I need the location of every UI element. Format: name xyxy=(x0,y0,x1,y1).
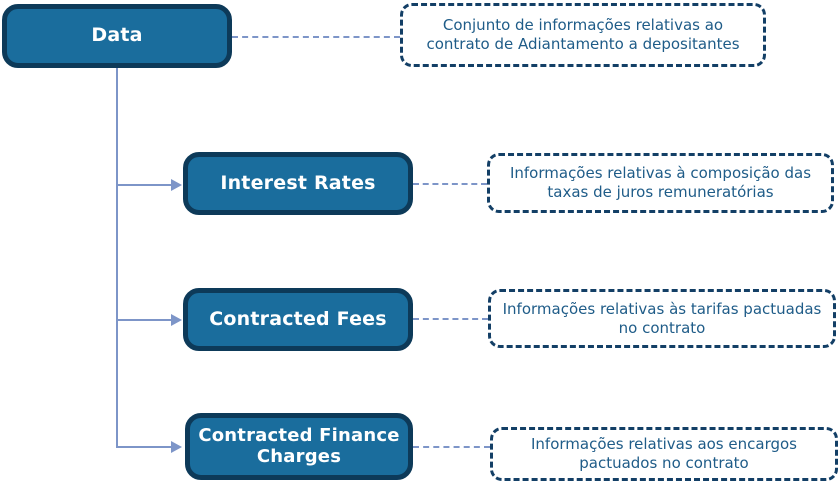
node-interest-rates: Interest Rates xyxy=(183,152,413,215)
note-contracted-fees-text: Informações relativas às tarifas pactuad… xyxy=(502,299,822,337)
dashed-link-interest-rates-note xyxy=(413,183,487,185)
node-contracted-finance-charges-label: Contracted Finance Charges xyxy=(198,424,400,467)
arrowhead-icon-finance-charges xyxy=(171,441,182,453)
connector-root-vertical-line xyxy=(116,68,118,447)
node-data-label: Data xyxy=(91,24,143,47)
note-data-text: Conjunto de informações relativas ao con… xyxy=(426,16,740,53)
dashed-link-finance-charges-note xyxy=(413,446,490,448)
arrowhead-icon-interest-rates xyxy=(171,179,182,191)
connector-branch-interest-rates xyxy=(116,184,172,186)
arrowhead-icon-contracted-fees xyxy=(171,314,182,326)
node-contracted-fees: Contracted Fees xyxy=(183,288,413,351)
connector-branch-contracted-fees xyxy=(116,319,172,321)
node-data: Data xyxy=(2,4,232,68)
note-contracted-finance-charges: Informações relativas aos encargos pactu… xyxy=(490,427,838,481)
dashed-link-data-note xyxy=(232,36,400,38)
connector-branch-finance-charges xyxy=(116,446,172,448)
node-contracted-fees-label: Contracted Fees xyxy=(209,307,387,330)
dashed-link-contracted-fees-note xyxy=(413,318,488,320)
node-contracted-finance-charges: Contracted Finance Charges xyxy=(185,413,413,480)
note-interest-rates: Informações relativas à composição das t… xyxy=(487,153,834,213)
note-data: Conjunto de informações relativas ao con… xyxy=(400,3,766,67)
note-contracted-fees: Informações relativas às tarifas pactuad… xyxy=(488,289,836,348)
note-contracted-finance-charges-text: Informações relativas aos encargos pactu… xyxy=(530,435,797,472)
node-interest-rates-label: Interest Rates xyxy=(220,171,376,194)
note-interest-rates-text: Informações relativas à composição das t… xyxy=(509,164,812,201)
